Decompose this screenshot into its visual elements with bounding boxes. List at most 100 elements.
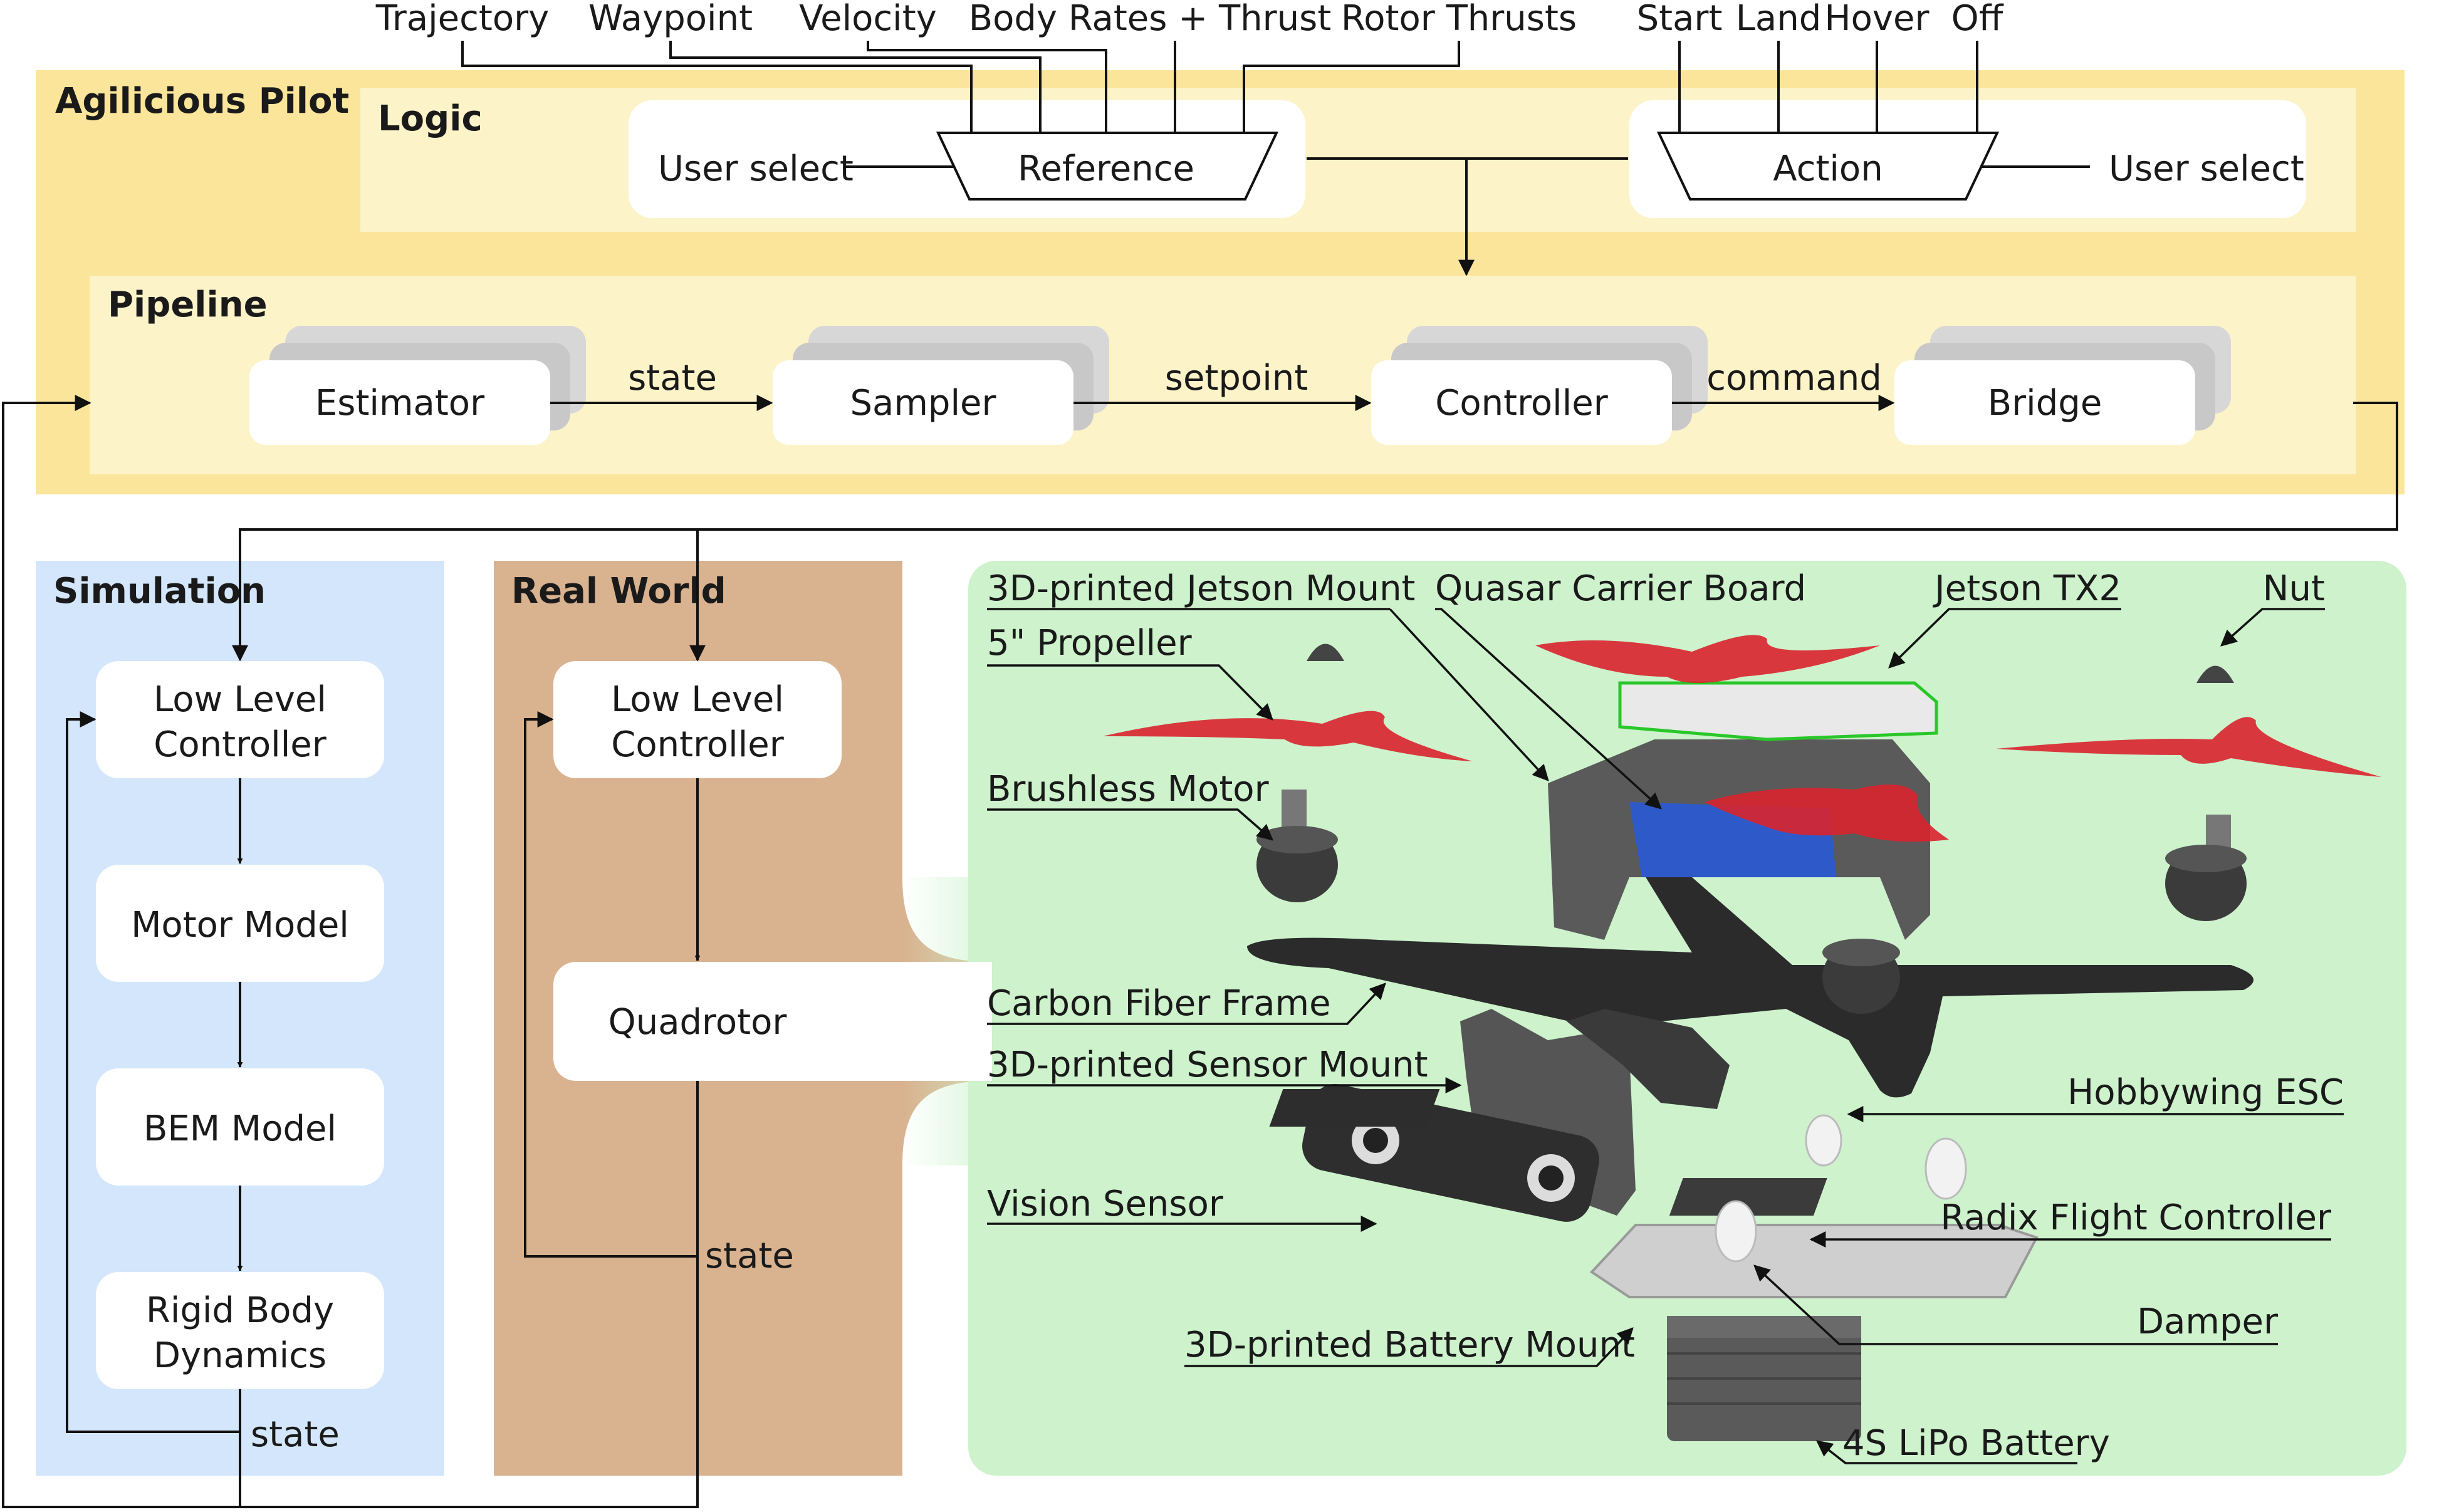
wire-trajectory bbox=[461, 41, 973, 133]
sim-low-level-line1: Low Level bbox=[154, 679, 326, 720]
hardware-panel: 3D-printed Jetson Mount 5" Propeller Bru… bbox=[902, 561, 2406, 1476]
input-start: Start bbox=[1637, 0, 1723, 39]
label-carbon-frame: Carbon Fiber Frame bbox=[987, 983, 1331, 1024]
label-quasar-board: Quasar Carrier Board bbox=[1435, 568, 1806, 609]
bridge-to-lowlevel-wire bbox=[232, 402, 2398, 662]
rw-low-level-line1: Low Level bbox=[611, 679, 784, 720]
leader-quasar-board bbox=[1435, 608, 1662, 810]
label-jetson-mount: 3D-printed Jetson Mount bbox=[987, 568, 1416, 609]
damper-shape-1 bbox=[1924, 1137, 1967, 1200]
simulation-panel: Simulation Low Level Controller Motor Mo… bbox=[36, 561, 444, 1476]
controller-label: Controller bbox=[1435, 383, 1608, 424]
label-sensor-mount: 3D-printed Sensor Mount bbox=[987, 1045, 1428, 1085]
rw-state-feedback bbox=[524, 711, 699, 1258]
rw-state-label: state bbox=[705, 1236, 794, 1276]
sim-low-level-controller bbox=[96, 661, 384, 778]
input-waypoint: Waypoint bbox=[588, 0, 753, 39]
label-vision-sensor: Vision Sensor bbox=[987, 1184, 1224, 1224]
leader-propeller bbox=[987, 664, 1273, 721]
action-label: Action bbox=[1773, 149, 1883, 189]
propeller-center bbox=[1705, 785, 1949, 842]
flight-controller-shape bbox=[1669, 1178, 1827, 1216]
input-trajectory: Trajectory bbox=[375, 0, 550, 39]
label-battery: 4S LiPo Battery bbox=[1842, 1423, 2110, 1464]
input-rotor-thrusts: Rotor Thrusts bbox=[1341, 0, 1577, 39]
bridge-label: Bridge bbox=[1988, 383, 2102, 424]
leader-nut bbox=[2220, 608, 2325, 647]
rw-state-return-wire bbox=[240, 1256, 699, 1508]
user-select-left: User select bbox=[658, 149, 854, 189]
label-nut: Nut bbox=[2263, 568, 2325, 609]
label-battery-mount: 3D-printed Battery Mount bbox=[1184, 1325, 1635, 1365]
leader-damper bbox=[1753, 1264, 2278, 1345]
label-propeller: 5" Propeller bbox=[987, 623, 1193, 664]
user-select-right: User select bbox=[2109, 149, 2304, 189]
action-mux bbox=[1656, 132, 2000, 201]
input-hover: Hover bbox=[1825, 0, 1930, 39]
sim-motor-model-label: Motor Model bbox=[131, 905, 349, 946]
logic-title: Logic bbox=[378, 98, 483, 139]
label-brushless-motor: Brushless Motor bbox=[987, 769, 1270, 810]
leader-battery-mount bbox=[1184, 1327, 1634, 1367]
sim-state-feedback bbox=[66, 711, 241, 1433]
rw-low-level-line2: Controller bbox=[611, 724, 784, 765]
sim-bem-model bbox=[96, 1068, 384, 1186]
pipeline-block-controller: Controller bbox=[1371, 326, 1708, 445]
state-return-wire bbox=[2, 395, 241, 1508]
simulation-title: Simulation bbox=[53, 571, 266, 612]
action-inputs: Start Land Hover Off bbox=[1637, 0, 2004, 133]
pipeline-title: Pipeline bbox=[108, 284, 268, 325]
nut-right bbox=[2196, 665, 2234, 683]
wire-waypoint bbox=[669, 41, 1042, 133]
reference-inputs: Trajectory Waypoint Velocity Body Rates … bbox=[375, 0, 1577, 133]
pilot-title: Agilicious Pilot bbox=[55, 81, 349, 122]
estimator-label: Estimator bbox=[315, 383, 485, 424]
input-land: Land bbox=[1736, 0, 1822, 39]
drone-illustration bbox=[1103, 635, 2381, 1441]
reference-mux bbox=[936, 132, 1279, 201]
sampler-label: Sampler bbox=[850, 383, 997, 424]
label-radix-fc: Radix Flight Controller bbox=[1940, 1197, 2332, 1238]
real-world-title: Real World bbox=[511, 571, 726, 612]
leader-battery bbox=[1815, 1440, 2077, 1464]
sim-rigid-body-dynamics bbox=[96, 1272, 384, 1389]
rw-quadrotor-block bbox=[553, 962, 992, 1081]
sim-rigid-line1: Rigid Body bbox=[146, 1290, 334, 1331]
hardware-quadrotor-cover bbox=[902, 962, 992, 1081]
sim-low-level-line2: Controller bbox=[154, 724, 326, 765]
vision-lens-left-inner bbox=[1363, 1128, 1388, 1153]
motor-left bbox=[1256, 790, 1338, 902]
rw-quadrotor-label: Quadrotor bbox=[608, 1002, 788, 1043]
motor-center bbox=[1822, 939, 1900, 1014]
agilicious-pilot-panel: Agilicious Pilot Logic Reference User se… bbox=[36, 70, 2405, 494]
motor-right bbox=[2165, 815, 2247, 921]
wire-velocity bbox=[867, 41, 1107, 133]
sim-bem-model-label: BEM Model bbox=[144, 1108, 337, 1149]
label-hobbywing-esc: Hobbywing ESC bbox=[2067, 1072, 2344, 1113]
propeller-top bbox=[1535, 635, 1880, 683]
sensor-mount-top bbox=[1567, 1009, 1730, 1109]
input-body-rates-thrust: Body Rates + Thrust bbox=[969, 0, 1332, 39]
edge-command-label: command bbox=[1706, 358, 1882, 399]
battery-mount-shape bbox=[1589, 1224, 2039, 1298]
propeller-right bbox=[1996, 717, 2381, 777]
vision-lens-right-inner bbox=[1538, 1165, 1564, 1191]
jetson-tx2-shape bbox=[1618, 681, 1938, 741]
leader-jetson-mount-ptr bbox=[1389, 608, 1549, 781]
edge-state-label: state bbox=[628, 358, 717, 399]
pipeline-block-estimator: Estimator bbox=[249, 326, 586, 445]
nut-left bbox=[1307, 644, 1344, 661]
leader-brushless-motor bbox=[987, 808, 1273, 841]
pipeline-block-sampler: Sampler bbox=[773, 326, 1109, 445]
input-off: Off bbox=[1951, 0, 2004, 39]
sim-motor-model bbox=[96, 865, 384, 982]
pipeline-block-bridge: Bridge bbox=[1894, 326, 2231, 445]
esc-board-shape bbox=[1269, 1089, 1440, 1127]
battery-top bbox=[1667, 1316, 1861, 1338]
rw-low-level-controller bbox=[553, 661, 842, 778]
leader-jetson-tx2 bbox=[1888, 608, 2121, 669]
wire-rotor-thrusts bbox=[1243, 41, 1460, 133]
propeller-left bbox=[1103, 711, 1473, 761]
leader-carbon-frame bbox=[987, 983, 1386, 1025]
